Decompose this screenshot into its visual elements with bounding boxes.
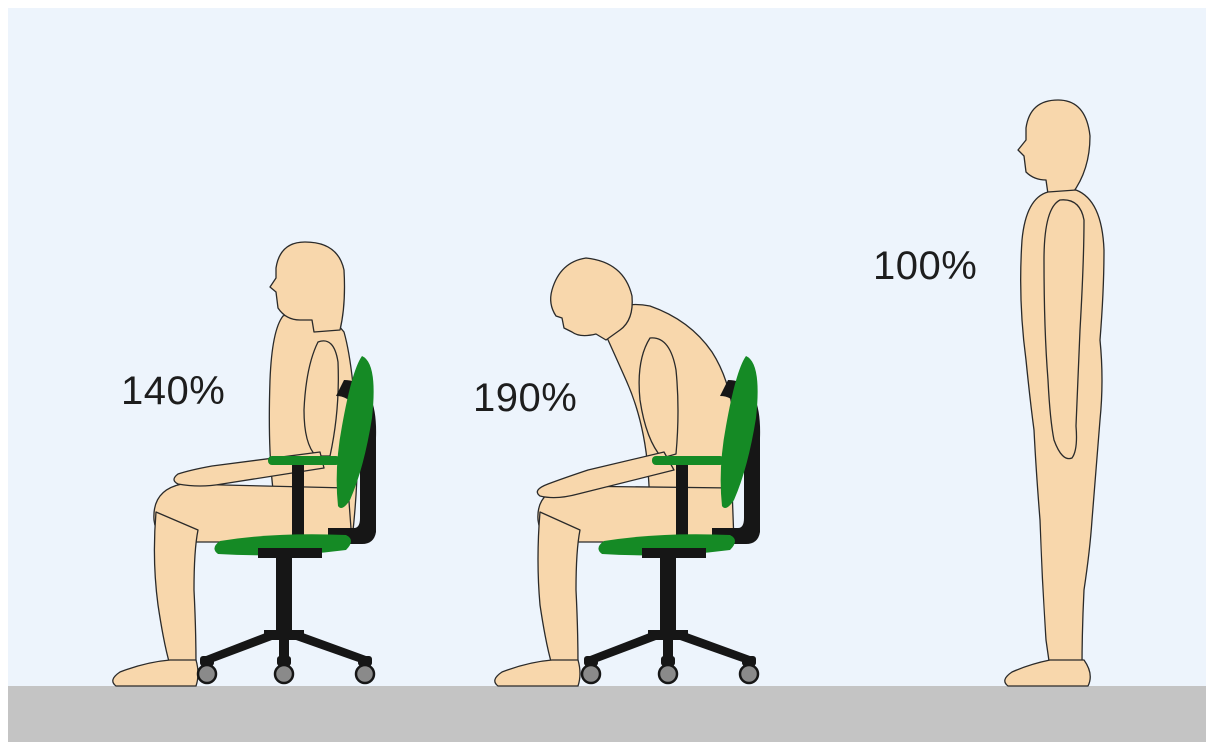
percentage-label-sitting-upright: 140% [121, 371, 225, 411]
percentage-label-standing: 100% [873, 246, 977, 286]
floor [8, 686, 1206, 742]
percentage-label-sitting-leaning: 190% [473, 378, 577, 418]
